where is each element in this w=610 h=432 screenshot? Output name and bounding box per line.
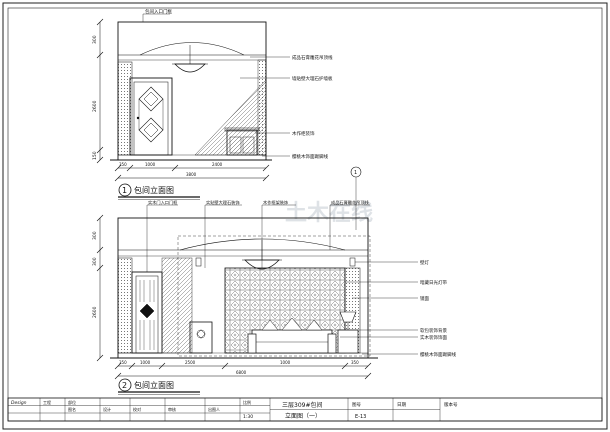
elev2-door <box>131 271 163 354</box>
elev1-title: 包间立面图 <box>134 185 174 195</box>
elev1-dim-left-2: 2600 <box>92 100 98 112</box>
elev1-label-right-4: 樱桃木饰面踢脚线 <box>292 153 328 160</box>
title-block: Design 工程 部位 图名 设计 校对 审核 出图人 比例 1:30 三层3… <box>7 397 603 422</box>
title-block-cell-drawing-name: 图名 <box>68 406 76 412</box>
elev2-label-top-2: 实贴壁大理石装饰 <box>206 199 240 206</box>
elev2-title-number: 2 <box>122 381 127 390</box>
elev2-label-right-1: 壁灯 <box>420 259 429 266</box>
title-block-cell-issuer: 出图人 <box>208 406 220 412</box>
elev2-side-cabinet <box>189 321 213 354</box>
elev2-dim-left-3: 2600 <box>92 306 98 318</box>
elev2-label-right-3: 镜面 <box>420 295 429 302</box>
elev2-title: 包间立面图 <box>134 380 174 390</box>
elev2-hatched-wall <box>161 257 193 354</box>
elev2-label-top-1: 实木门入口门框 <box>148 199 178 206</box>
elev2-dim-bottom-1: 350 <box>119 360 127 365</box>
elev2-dim-bottom-5: 350 <box>351 360 359 365</box>
title-block-drawing-title-1: 三层309#包间 <box>282 401 322 409</box>
elev1-label-right-2: 墙贴壁大理石护墙板 <box>292 75 333 82</box>
watermark-text: 土木在线 <box>285 200 373 226</box>
elev2-label-top-3: 木作框架装饰 <box>263 199 288 206</box>
elev1-dim-bottom-2: 1000 <box>145 162 156 167</box>
elev1-dim-left-1: 300 <box>92 35 98 44</box>
title-block-company: Design <box>11 400 27 406</box>
elev1-ceiling-arch <box>139 42 245 56</box>
elev2-sconce-left <box>195 257 202 267</box>
title-block-scale-value: 1:30 <box>243 414 253 420</box>
title-block-date-label: 日期 <box>397 402 406 408</box>
title-block-sheet-value: E-13 <box>355 414 366 420</box>
elev1-label-right-3: 木作柜装饰 <box>292 130 315 137</box>
title-block-cell-design: 设计 <box>103 406 111 412</box>
elev1-pendant-lamp <box>172 45 208 73</box>
elev1-column <box>257 59 267 156</box>
elev2-ceiling-arch <box>179 238 346 251</box>
elevation-1: 300 2600 150 350 1000 2400 3800 包间入口门框 成 <box>92 8 362 230</box>
elev1-title-circle <box>118 183 132 197</box>
title-block-cell-project: 工程 <box>43 399 51 405</box>
elev2-label-right-6: 樱桃木饰面踢脚线 <box>420 351 456 358</box>
elev1-door <box>129 77 173 156</box>
elev1-label-top-door: 包间入口门框 <box>145 8 172 15</box>
elev1-title-number: 1 <box>122 186 127 195</box>
elev2-dim-left-2: 300 <box>92 257 98 266</box>
elev1-dim-bottom-1: 350 <box>119 162 127 167</box>
title-block-scale-label: 比例 <box>243 399 251 405</box>
elev2-title-circle <box>118 378 132 392</box>
elev1-dim-left-3: 150 <box>92 151 98 160</box>
elev1-cabinet <box>224 127 260 156</box>
elev2-sconce-right <box>349 257 356 267</box>
elev2-dim-total: 6800 <box>236 370 247 375</box>
elev2-label-right-5: 实木装饰饰面 <box>420 334 447 341</box>
elev2-dim-bottom-3: 2500 <box>185 360 196 365</box>
title-block-cell-check: 校对 <box>133 406 141 412</box>
elev2-stone-panel-left <box>117 257 133 354</box>
elev2-table-lamp <box>337 311 359 354</box>
elev1-dim-total: 3800 <box>186 172 197 177</box>
elev1-label-right-1: 成品石膏雕花吊顶线 <box>292 54 333 61</box>
elev2-ceiling-frame <box>177 235 371 357</box>
elev1-stone-panel <box>117 61 133 156</box>
svg-text:1: 1 <box>354 170 357 176</box>
elev2-dim-left-1: 300 <box>92 231 98 240</box>
title-block-drawing-title-2: 立面图（一） <box>285 412 321 420</box>
elev2-label-top-4: 成品石膏雕花吊顶线 <box>331 199 370 206</box>
title-block-cell-part: 部位 <box>68 399 76 405</box>
title-block-sheet-label: 图号 <box>352 402 361 408</box>
elev2-label-right-4: 软包装饰背景 <box>420 327 447 334</box>
elev1-dim-bottom-3: 2400 <box>212 162 223 167</box>
elev2-label-right-2: 暗藏日光灯带 <box>420 279 447 286</box>
title-block-version-label: 版本号 <box>444 401 458 408</box>
title-block-cell-review: 审核 <box>168 406 176 412</box>
elev2-sofa <box>247 317 337 354</box>
elev2-dim-bottom-4: 1000 <box>280 360 291 365</box>
elev2-dim-bottom-2: 1000 <box>140 360 151 365</box>
elevation-2: 300 300 2600 350 1000 2500 1000 350 6800 <box>92 199 456 395</box>
